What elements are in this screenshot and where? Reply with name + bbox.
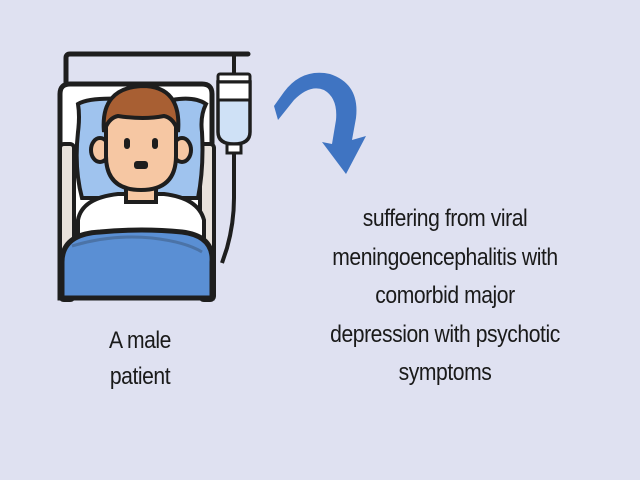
iv-pole-bar	[63, 51, 251, 87]
condition-caption-line: comorbid major	[375, 282, 515, 309]
blanket	[59, 227, 215, 301]
iv-drip-icon	[216, 72, 252, 264]
condition-caption-line: symptoms	[398, 359, 492, 386]
condition-caption-line: depression with psychotic	[330, 320, 560, 348]
condition-caption: suffering from viral meningoencephalitis…	[313, 200, 577, 393]
patient-caption-line: A male	[109, 327, 171, 354]
patient-caption-line: patient	[109, 363, 171, 390]
patient-head	[89, 83, 193, 193]
curved-arrow-icon	[274, 72, 366, 174]
condition-caption-line: meningoencephalitis with	[332, 243, 558, 271]
hospital-patient-icon	[57, 51, 252, 302]
patient-hair	[101, 83, 181, 133]
condition-caption-line: suffering from viral	[362, 205, 528, 232]
patient-caption: A male patient	[78, 323, 201, 395]
